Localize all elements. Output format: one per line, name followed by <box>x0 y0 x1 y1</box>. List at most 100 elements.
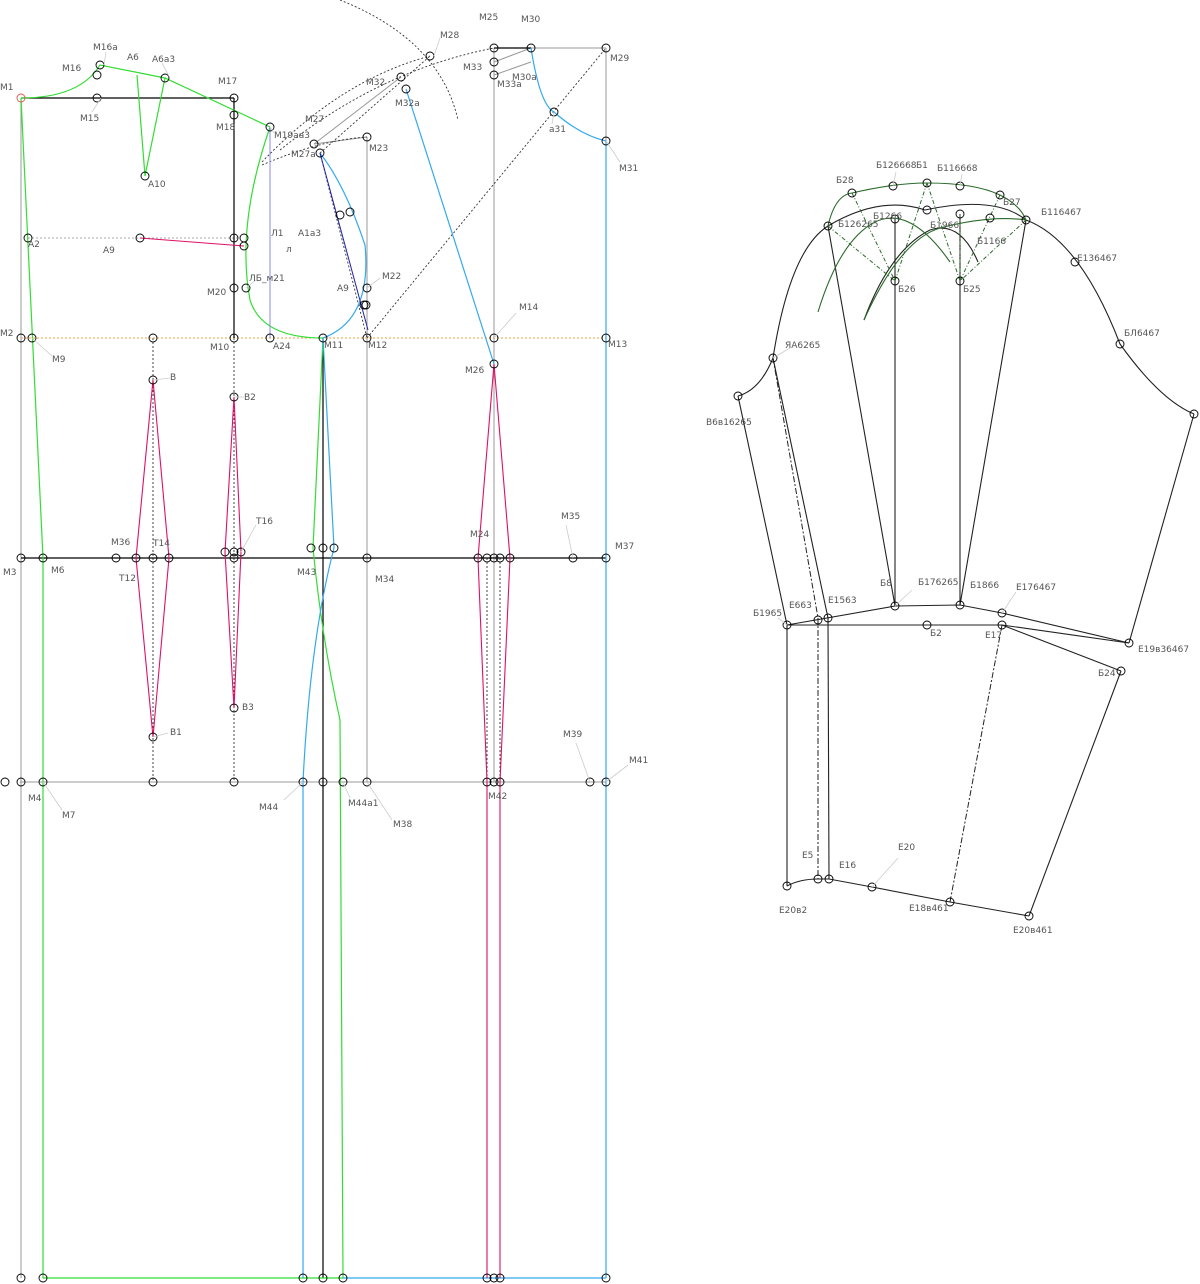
label-M16: М16 <box>62 64 81 74</box>
label-L1: Л1 <box>271 229 284 239</box>
label-M24: М24 <box>470 530 489 540</box>
label-E20v2: Е20в2 <box>779 906 807 916</box>
label-M31: М31 <box>619 164 638 174</box>
sleeve-leader-lines <box>772 171 1017 888</box>
label-M1: М1 <box>0 83 14 93</box>
label-E176467: Е176467 <box>1016 583 1056 593</box>
label-A1a3: А1а3 <box>298 229 321 239</box>
bodice-block: М1 М16 М16а А6 А6а3 М17 М15 М18 М19аа3 А… <box>0 0 648 1283</box>
label-M33a: М33а <box>497 80 522 90</box>
label-M19aa3: М19аа3 <box>274 131 310 141</box>
leader-lines <box>31 37 629 821</box>
label-M22: М22 <box>382 272 401 282</box>
label-a31: а31 <box>549 125 566 135</box>
label-M32a: М32а <box>395 99 420 109</box>
sleeve-outline <box>737 203 1195 917</box>
label-M28: М28 <box>440 31 459 41</box>
label-M44a1: М44а1 <box>348 799 378 809</box>
label-M20: М20 <box>207 288 226 298</box>
label-M38: М38 <box>393 820 412 830</box>
bodice-labels: М1 М16 М16а А6 А6а3 М17 М15 М18 М19аа3 А… <box>0 13 648 830</box>
label-M4: М4 <box>28 794 42 804</box>
label-M16a: М16а <box>93 43 118 53</box>
label-T16: Т16 <box>255 517 273 527</box>
label-M26: М26 <box>465 366 484 376</box>
sleeve-labels: Б126668 Б1 Б116668 Б28 Б27 Б1266 Б126265… <box>706 161 1189 936</box>
label-V: В <box>170 373 176 383</box>
label-B28: Б28 <box>836 176 854 186</box>
label-B2: Б2 <box>930 629 942 639</box>
label-A6a3: А6а3 <box>152 55 175 65</box>
label-B116467: Б116467 <box>1041 208 1082 218</box>
label-B1965: Б1965 <box>753 609 782 619</box>
label-B1266: Б1266 <box>873 212 902 222</box>
label-M3: М3 <box>3 568 17 578</box>
label-M23: М23 <box>369 144 388 154</box>
label-LB-m21: ЛБ_м21 <box>249 274 285 284</box>
blue-front-outline <box>302 47 607 1279</box>
label-B24: Б24 <box>1098 669 1116 679</box>
label-M43: М43 <box>297 568 316 578</box>
label-M25: М25 <box>479 13 498 23</box>
label-V6v16265: В6в16265 <box>706 418 752 428</box>
label-M35: М35 <box>561 512 580 522</box>
label-M12: М12 <box>368 341 387 351</box>
label-B27: Б27 <box>1003 198 1021 208</box>
label-B1966: Б1966 <box>930 221 959 231</box>
label-B116668: Б116668 <box>937 164 978 174</box>
sleeve-cap-green-dashed <box>827 182 1027 282</box>
label-V3: В3 <box>242 703 254 713</box>
label-BL6467: БЛ6467 <box>1124 329 1160 339</box>
sleeve-cap-green <box>817 182 1027 321</box>
label-E5: Е5 <box>802 851 813 861</box>
label-M9: М9 <box>52 355 66 365</box>
label-E1563: Е1563 <box>828 596 857 606</box>
label-B26: Б26 <box>898 285 916 295</box>
label-E18v461: Е18в461 <box>909 904 949 914</box>
label-B8: Б8 <box>880 579 892 589</box>
label-B1866: Б1866 <box>970 581 999 591</box>
label-V2: В2 <box>244 393 256 403</box>
navy-dart <box>319 152 369 331</box>
label-B25: Б25 <box>963 285 981 295</box>
label-M41: М41 <box>629 756 648 766</box>
label-A6: А6 <box>127 53 139 63</box>
label-M27a: М27а <box>291 150 316 160</box>
label-YaA6265: ЯА6265 <box>785 341 820 351</box>
label-B126668: Б126668 <box>876 161 917 171</box>
label-T12: Т12 <box>118 574 136 584</box>
label-T14: Т14 <box>152 539 170 549</box>
label-B176265: Б176265 <box>918 578 959 588</box>
label-M14: М14 <box>519 303 538 313</box>
sleeve-pattern: Б126668 Б1 Б116668 Б28 Б27 Б1266 Б126265… <box>706 161 1199 936</box>
label-M27: М27 <box>305 115 324 125</box>
label-A9: А9 <box>103 246 115 256</box>
label-M33: М33 <box>463 63 482 73</box>
label-B1: Б1 <box>916 161 928 171</box>
label-M17: М17 <box>218 77 237 87</box>
label-M29: М29 <box>610 54 629 64</box>
green-back-outline <box>20 64 344 1279</box>
label-E136467: Е136467 <box>1077 254 1117 264</box>
label-B1166: Б1166 <box>977 237 1006 247</box>
label-M10: М10 <box>210 343 229 353</box>
label-E19v36467: Е19в36467 <box>1138 645 1189 655</box>
label-V1: В1 <box>170 728 182 738</box>
label-M30: М30 <box>521 15 540 25</box>
label-M18: М18 <box>216 123 235 133</box>
label-M32: М32 <box>366 78 385 88</box>
label-M6: М6 <box>51 566 65 576</box>
label-M15: М15 <box>80 114 99 124</box>
label-A9b: А9 <box>337 284 349 294</box>
label-M30a: М30а <box>512 73 537 83</box>
label-A2: А2 <box>28 240 40 250</box>
label-A10: А10 <box>148 180 166 190</box>
sleeve-dashed-lines <box>772 357 1003 903</box>
label-l: л <box>286 245 292 255</box>
label-M34: М34 <box>375 575 394 585</box>
label-E20: Е20 <box>898 843 915 853</box>
label-M11: М11 <box>324 341 343 351</box>
label-M13: М13 <box>608 340 627 350</box>
label-M36: М36 <box>111 538 130 548</box>
